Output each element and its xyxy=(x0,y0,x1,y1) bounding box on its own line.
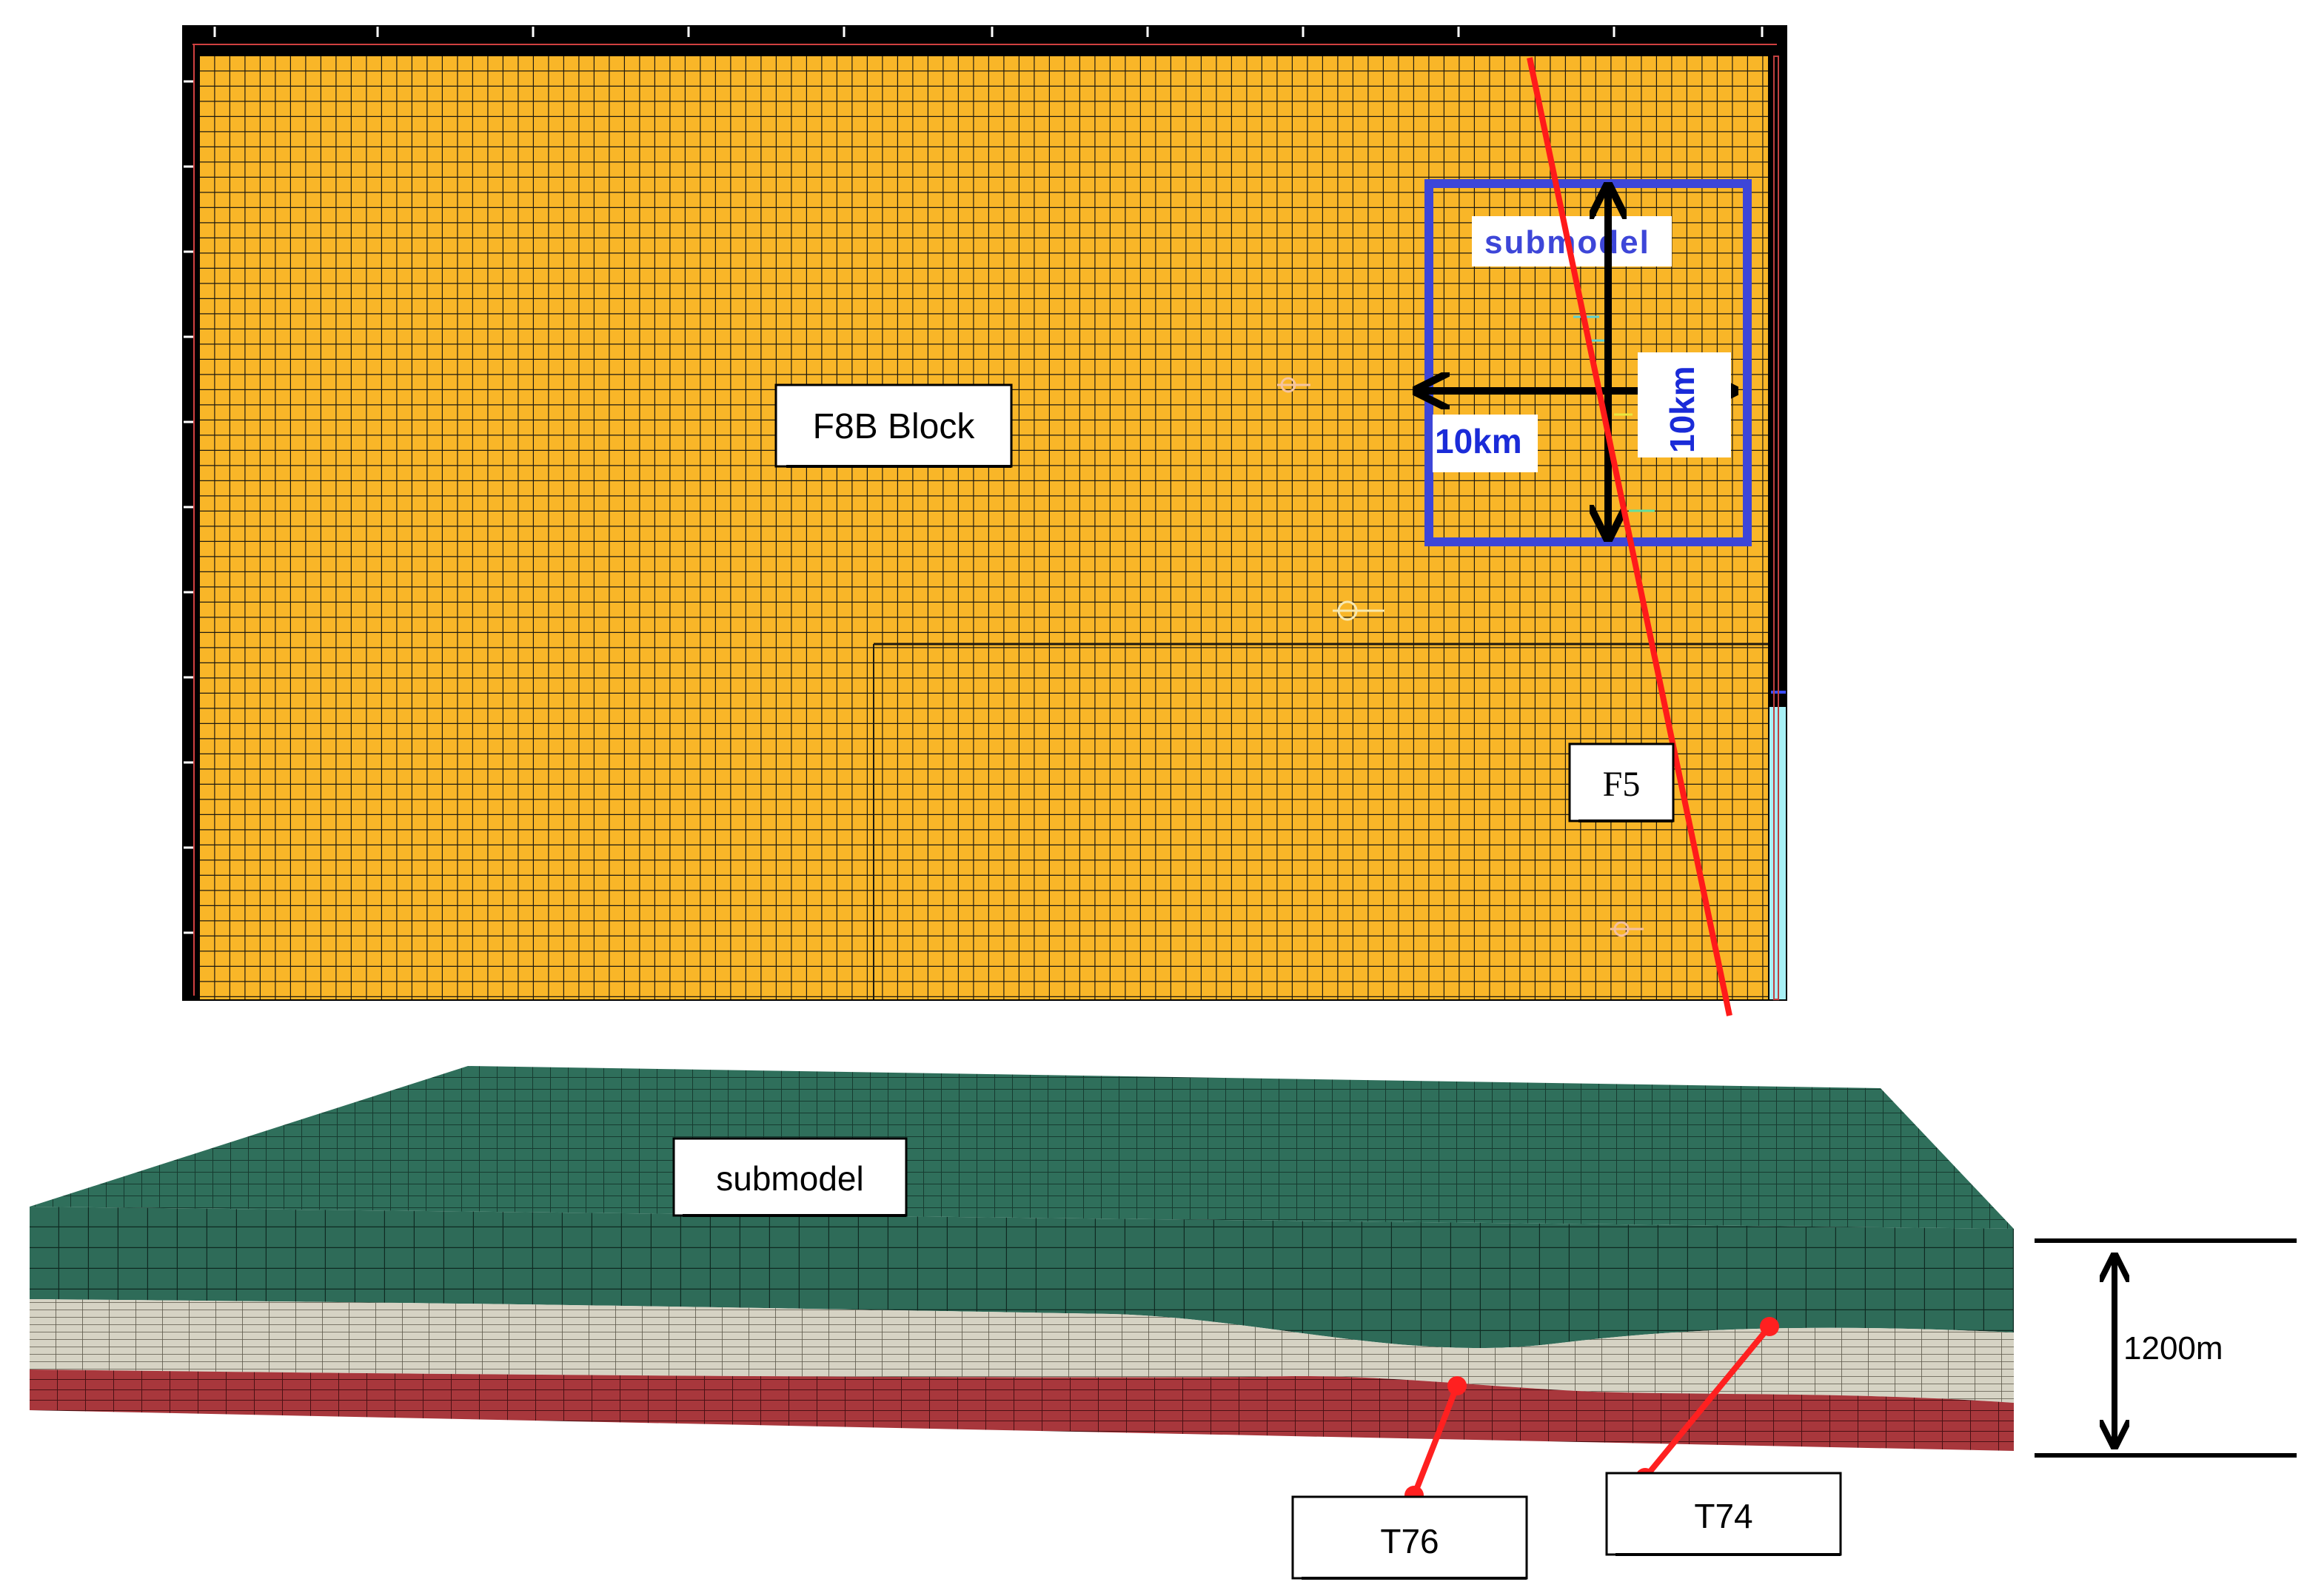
submodel-3d-view: submodel 1200m T76 T74 xyxy=(30,1066,2297,1580)
block-label-box xyxy=(774,383,1013,468)
horizon-label-box-t74 xyxy=(1605,1472,1842,1556)
submodel-boundary-box xyxy=(1424,179,1752,546)
layer-bottom-red xyxy=(30,1369,2014,1451)
width-label: 10km xyxy=(1435,422,1522,460)
top-plan-view: submodel 10km 10km F8B Block F5 xyxy=(182,25,1787,1016)
left-ruler xyxy=(184,80,194,934)
horizon-label-t74: T74 xyxy=(1694,1497,1752,1535)
horizon-label-box-t76 xyxy=(1291,1495,1528,1580)
horizon-pointer-t74 xyxy=(1642,1324,1772,1480)
thickness-label: 1200m xyxy=(2123,1330,2223,1367)
horizon-label-t76: T76 xyxy=(1380,1522,1439,1560)
fault-line-f5 xyxy=(1527,57,1732,1016)
layer-top-green xyxy=(30,1207,2014,1349)
model-top-surface xyxy=(30,1066,2014,1229)
mesh-grid xyxy=(200,56,1768,999)
height-label: 10km xyxy=(1663,366,1701,453)
block-label: F8B Block xyxy=(813,407,976,446)
submodel-label-box-3d xyxy=(672,1137,908,1217)
submodel-label-3d: submodel xyxy=(716,1159,863,1198)
horizon-pointer-t76 xyxy=(1411,1384,1460,1497)
top-ruler xyxy=(213,27,1764,37)
layer-middle-beige xyxy=(30,1299,2014,1403)
well-markers xyxy=(1277,315,1655,937)
fault-label: F5 xyxy=(1603,765,1641,804)
